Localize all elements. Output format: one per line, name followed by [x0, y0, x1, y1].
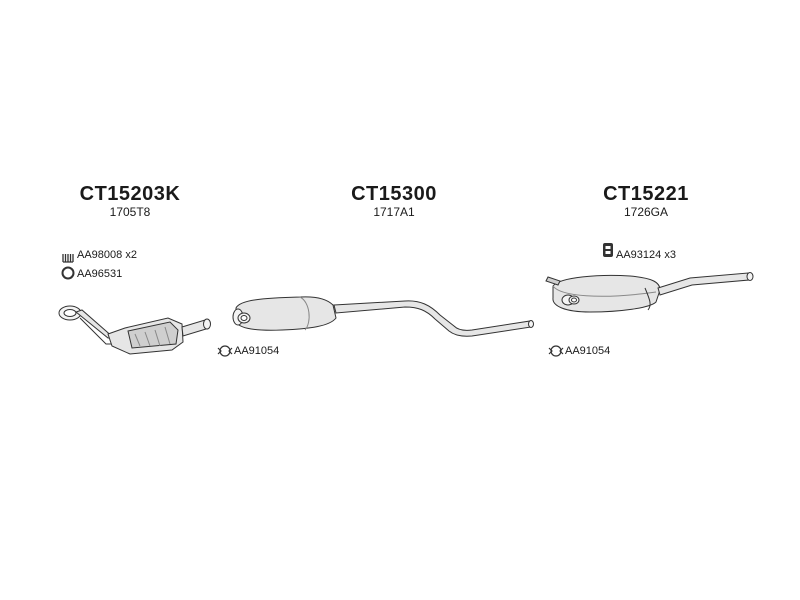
ref-code-1726ga: 1726GA: [623, 205, 669, 219]
accessory-aa93124[interactable]: AA93124 x3: [616, 249, 676, 261]
middle-silencer-drawing[interactable]: [232, 296, 534, 337]
accessory-aa98008[interactable]: AA98008 x2: [77, 249, 137, 261]
spring-icon: [62, 250, 74, 268]
ref-code-1705t8: 1705T8: [109, 205, 151, 219]
part-number-ct15221[interactable]: CT15221: [603, 183, 689, 205]
clamp-aa91054-2[interactable]: AA91054: [565, 345, 611, 357]
catalytic-converter-drawing[interactable]: [58, 305, 211, 355]
ref-code-1717a1: 1717A1: [373, 205, 415, 219]
gasket-ring-icon: [61, 266, 75, 285]
part-number-ct15203k[interactable]: CT15203K: [79, 183, 181, 205]
clamp-icon: [548, 344, 564, 362]
clamp-aa91054-1[interactable]: AA91054: [234, 345, 280, 357]
part-number-ct15300[interactable]: CT15300: [351, 183, 437, 205]
rear-silencer-drawing[interactable]: [545, 272, 754, 313]
rubber-mount-icon: [602, 242, 614, 263]
accessory-aa96531[interactable]: AA96531: [77, 268, 123, 280]
clamp-icon: [217, 344, 233, 362]
